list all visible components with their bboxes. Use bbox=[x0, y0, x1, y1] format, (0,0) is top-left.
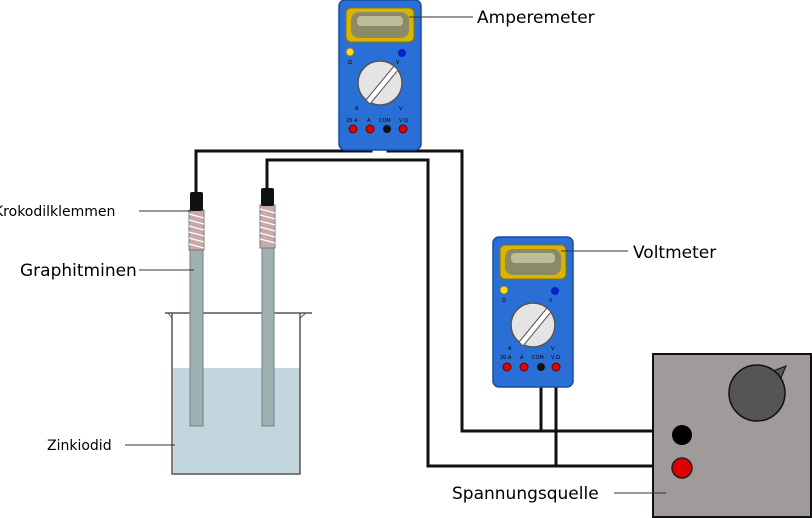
svg-text:V: V bbox=[399, 106, 403, 112]
svg-text:A: A bbox=[355, 106, 359, 112]
terminal-20a[interactable] bbox=[502, 362, 512, 372]
terminal-com[interactable] bbox=[537, 363, 545, 371]
svg-text:20 A: 20 A bbox=[346, 118, 358, 124]
terminal-v[interactable] bbox=[551, 362, 561, 372]
clamp-head bbox=[190, 192, 203, 211]
leader-lines bbox=[125, 16, 666, 494]
label-zinkiodid: Zinkiodid bbox=[47, 438, 112, 454]
svg-text:COM: COM bbox=[532, 355, 544, 361]
terminal-v[interactable] bbox=[398, 124, 408, 134]
svg-text:20 A: 20 A bbox=[500, 355, 512, 361]
svg-text:V Ω: V Ω bbox=[399, 118, 408, 124]
terminal-red[interactable] bbox=[671, 457, 693, 479]
beaker bbox=[165, 312, 312, 475]
voltmeter: Ω V A V 20 A A COM V Ω bbox=[492, 236, 574, 388]
svg-text:V: V bbox=[551, 346, 555, 352]
ohm-button[interactable] bbox=[345, 47, 355, 57]
terminal-com[interactable] bbox=[383, 125, 391, 133]
graphite-rod bbox=[189, 249, 204, 427]
svg-text:Ω: Ω bbox=[348, 60, 352, 66]
label-graphitminen: Graphitminen bbox=[20, 261, 137, 281]
label-spannungsquelle: Spannungsquelle bbox=[452, 484, 599, 504]
terminal-a[interactable] bbox=[519, 362, 529, 372]
svg-text:A: A bbox=[367, 118, 371, 124]
svg-text:A: A bbox=[520, 355, 524, 361]
svg-text:V: V bbox=[549, 298, 553, 304]
terminal-20a[interactable] bbox=[348, 124, 358, 134]
label-amperemeter: Amperemeter bbox=[477, 8, 595, 28]
graphite-electrode-right bbox=[259, 188, 276, 427]
graphite-electrode-left bbox=[188, 192, 205, 427]
svg-text:V Ω: V Ω bbox=[551, 355, 560, 361]
graphite-rod bbox=[261, 247, 275, 427]
svg-text:COM: COM bbox=[379, 118, 391, 124]
svg-text:Ω: Ω bbox=[502, 298, 506, 304]
volt-button[interactable] bbox=[551, 287, 559, 295]
amperemeter: Ω V A V 20 A A COM V Ω bbox=[338, 0, 422, 151]
svg-text:A: A bbox=[508, 346, 512, 352]
ohm-button[interactable] bbox=[499, 285, 509, 295]
power-supply bbox=[652, 353, 812, 518]
terminal-black[interactable] bbox=[672, 425, 692, 445]
label-krokodilklemmen: Krokodilklemmen bbox=[0, 204, 115, 220]
clamp-head bbox=[261, 188, 274, 206]
terminal-a[interactable] bbox=[365, 124, 375, 134]
label-voltmeter: Voltmeter bbox=[633, 243, 716, 263]
wire-right-electrode bbox=[265, 158, 682, 468]
volt-button[interactable] bbox=[398, 49, 406, 57]
supply-knob[interactable] bbox=[728, 364, 786, 422]
svg-text:V: V bbox=[396, 60, 400, 66]
